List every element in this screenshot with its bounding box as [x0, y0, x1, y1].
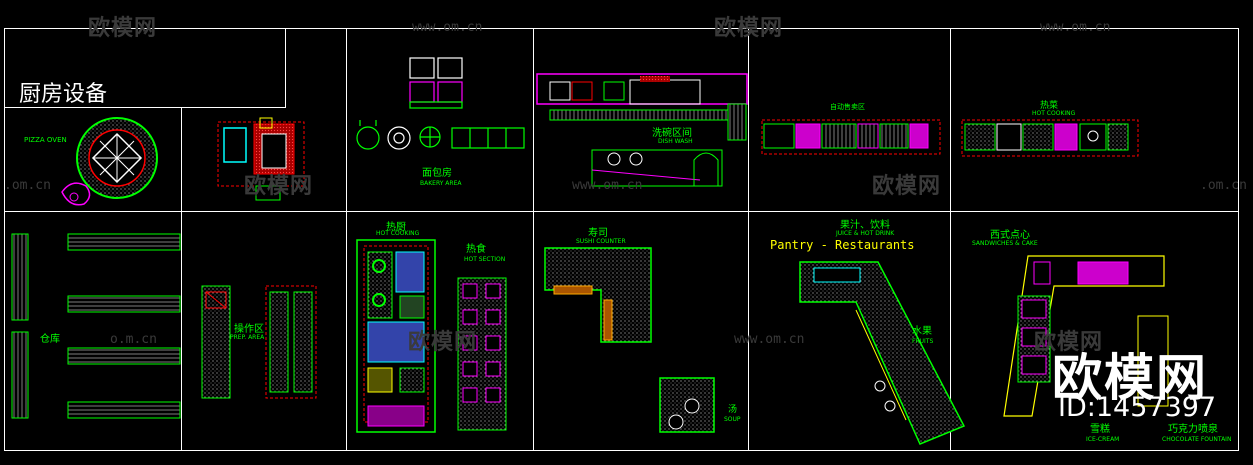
large-watermark-brand: 欧模网 [1052, 349, 1208, 407]
watermark-brand: 欧模网 [408, 330, 478, 355]
label-hot-section-en: HOT SECTION [464, 256, 506, 263]
label-chocolate-en: CHOCOLATE FOUNTAIN [1162, 436, 1232, 443]
label-storage: 仓库 [40, 334, 60, 345]
label-western-cn: 西式点心 [990, 230, 1030, 241]
drawing-grid [4, 28, 1239, 451]
oven-counter-plan [217, 117, 305, 201]
label-sushi-en: SUSHI COUNTER [576, 238, 626, 245]
label-fruit-cn: 水果 [912, 326, 932, 337]
label-bakery-en: BAKERY AREA [420, 180, 462, 187]
label-pizza-oven: PIZZA OVEN [24, 136, 67, 144]
label-auto-vending: 自动售卖区 [830, 103, 865, 111]
label-chocolate-cn: 巧克力喷泉 [1168, 424, 1218, 435]
label-pantry: Pantry - Restaurants [770, 238, 915, 252]
large-watermark-id: ID:1457397 [1058, 392, 1217, 423]
watermark-url: www.om.cn [734, 332, 805, 347]
label-western-en: SANDWICHES & CAKE [972, 240, 1038, 247]
label-dish-en: DISH WASH [658, 138, 693, 145]
dishwash-plan [536, 73, 748, 187]
storage-shelves-plan [11, 233, 181, 419]
label-hot-section-cn: 热食 [466, 244, 486, 255]
label-prep-cn: 操作区 [234, 324, 264, 335]
watermark-url: www.om.cn [1040, 20, 1111, 35]
label-hot-cooking-cn: 热菜 [1040, 101, 1059, 111]
hot-kitchen-plan [356, 239, 436, 433]
watermark-url: .om.cn [1200, 178, 1247, 193]
label-dish-cn: 洗碗区间 [652, 128, 692, 139]
watermark-url: www.om.cn [412, 20, 483, 35]
label-bakery-cn: 面包房 [422, 168, 452, 179]
label-juice-en: JUICE & HOT DRINK [836, 230, 895, 237]
label-soup-en: SOUP [724, 416, 741, 423]
watermark-brand: 欧模网 [88, 16, 158, 41]
auto-vending-plan [761, 119, 941, 155]
juice-fruit-counter-plan [799, 261, 966, 445]
bakery-plan [356, 57, 525, 150]
label-icecream-en: ICE-CREAM [1086, 436, 1120, 443]
hot-cooking-line-plan [961, 119, 1139, 157]
watermark-brand: 欧模网 [714, 16, 784, 41]
label-sushi-cn: 寿司 [588, 228, 608, 239]
watermark-url: o.m.cn [110, 332, 157, 347]
label-fruit-en: FRUITS [912, 338, 934, 345]
western-pastry-plan [1003, 255, 1169, 417]
label-hot-cooking-en: HOT COOKING [1032, 110, 1076, 117]
label-prep-en: PREP. AREA [230, 334, 265, 341]
page-title: 厨房设备 [19, 82, 108, 107]
watermark-brand: 欧模网 [1034, 330, 1104, 355]
watermark-url: www.om.cn [572, 178, 643, 193]
prep-area-plan [201, 285, 317, 399]
watermark-brand: 欧模网 [244, 174, 314, 199]
sushi-counter-plan [544, 247, 715, 433]
label-hot-kitchen-en: HOT COOKING [376, 230, 420, 237]
hot-section-plan [457, 277, 507, 431]
label-hot-kitchen-cn: 热厨 [386, 222, 406, 233]
label-juice-cn: 果汁、饮料 [840, 220, 890, 231]
watermark-url: .om.cn [4, 178, 51, 193]
watermark-brand: 欧模网 [872, 174, 942, 199]
pizza-oven-plan [61, 117, 158, 206]
label-icecream-cn: 雪糕 [1090, 424, 1110, 435]
label-soup-cn: 汤 [728, 405, 738, 415]
